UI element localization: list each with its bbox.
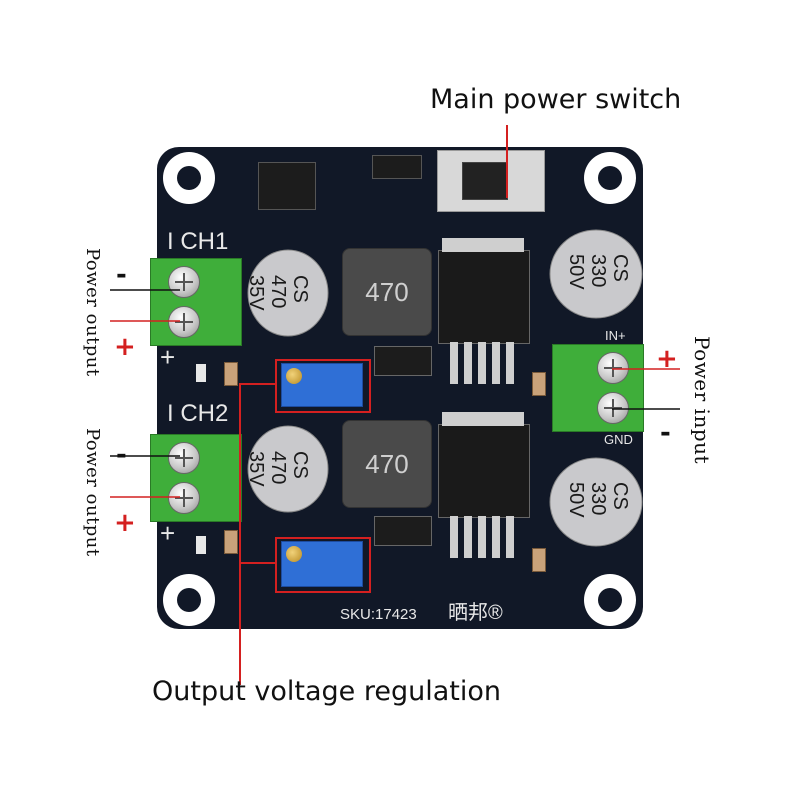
mounting-hole-bottom-right bbox=[584, 574, 636, 626]
mounting-hole-bottom-left bbox=[163, 574, 215, 626]
ch1-power-output-callout: Power output bbox=[82, 248, 103, 377]
output-voltage-regulation-callout: Output voltage regulation bbox=[152, 676, 501, 707]
regulator-ic-ch2-pins bbox=[450, 516, 516, 558]
ch2-screw-plus[interactable] bbox=[168, 482, 200, 514]
regulator-ic-ch1-tab bbox=[442, 238, 524, 252]
ch1-plus-silk: + bbox=[160, 342, 176, 372]
ch1-minus-sign: - bbox=[116, 260, 127, 290]
regulator-ic-ch2 bbox=[438, 424, 530, 518]
diode-ch1 bbox=[374, 346, 432, 376]
smd-led-2 bbox=[196, 536, 206, 554]
inductor-ch2: 470 bbox=[342, 420, 432, 508]
power-input-callout: Power input bbox=[690, 336, 714, 465]
ch1-plus-sign: + bbox=[114, 332, 136, 362]
input-screw-plus[interactable] bbox=[597, 352, 629, 384]
control-ic-chip bbox=[258, 162, 316, 210]
mounting-hole-top-right bbox=[584, 152, 636, 204]
mounting-hole-top-left bbox=[163, 152, 215, 204]
svg-text:330: 330 bbox=[587, 254, 609, 287]
regulator-ic-ch1-pins bbox=[450, 342, 516, 384]
smd-resistor-4 bbox=[532, 548, 546, 572]
ch1-label: I CH1 bbox=[167, 228, 229, 255]
ch1-screw-minus[interactable] bbox=[168, 266, 200, 298]
svg-text:50V: 50V bbox=[565, 482, 587, 518]
pot-ch2-adjust-screw[interactable] bbox=[286, 546, 302, 562]
smd-resistor-2 bbox=[224, 530, 238, 554]
svg-text:50V: 50V bbox=[565, 254, 587, 290]
svg-text:470: 470 bbox=[267, 451, 289, 484]
input-screw-minus[interactable] bbox=[597, 392, 629, 424]
smd-diode-top bbox=[372, 155, 422, 179]
svg-text:CS: CS bbox=[289, 451, 311, 479]
inductor-ch1-value: 470 bbox=[365, 276, 409, 307]
regulator-ic-ch1 bbox=[438, 250, 530, 344]
regulator-ic-ch2-tab bbox=[442, 412, 524, 426]
ch2-minus-sign: - bbox=[116, 440, 127, 470]
ch2-plus-silk: + bbox=[160, 518, 176, 548]
switch-slider[interactable] bbox=[462, 162, 508, 200]
sku-label: SKU:17423 bbox=[340, 606, 417, 623]
gnd-label: GND bbox=[604, 432, 633, 447]
capacitor-ch2: CS 470 35V bbox=[246, 425, 329, 513]
power-input-terminal[interactable] bbox=[552, 344, 644, 432]
pot-ch1-adjust-screw[interactable] bbox=[286, 368, 302, 384]
capacitor-ch1: CS 470 35V bbox=[246, 249, 329, 337]
capacitor-input-bottom: CS 330 50V bbox=[549, 457, 643, 547]
smd-resistor-3 bbox=[532, 372, 546, 396]
smd-resistor-1 bbox=[224, 362, 238, 386]
svg-text:35V: 35V bbox=[246, 451, 267, 487]
svg-text:330: 330 bbox=[587, 482, 609, 515]
svg-text:CS: CS bbox=[609, 254, 631, 282]
ch2-plus-sign: + bbox=[114, 508, 136, 538]
svg-text:470: 470 bbox=[267, 275, 289, 308]
svg-text:CS: CS bbox=[289, 275, 311, 303]
ch2-screw-minus[interactable] bbox=[168, 442, 200, 474]
inductor-ch2-value: 470 bbox=[365, 448, 409, 479]
highlight-box-ch1-pot bbox=[275, 359, 371, 413]
svg-text:CS: CS bbox=[609, 482, 631, 510]
capacitor-input-top: CS 330 50V bbox=[549, 229, 643, 319]
ch2-power-output-callout: Power output bbox=[82, 428, 103, 557]
input-plus-sign: + bbox=[656, 344, 678, 374]
main-power-switch-callout: Main power switch bbox=[430, 84, 682, 115]
input-minus-sign: - bbox=[660, 418, 671, 448]
in-plus-label: IN+ bbox=[605, 328, 626, 343]
highlight-box-ch2-pot bbox=[275, 537, 371, 593]
inductor-ch1: 470 bbox=[342, 248, 432, 336]
smd-led-1 bbox=[196, 364, 206, 382]
brand-label: 晒邦® bbox=[448, 602, 503, 624]
diode-ch2 bbox=[374, 516, 432, 546]
ch1-screw-plus[interactable] bbox=[168, 306, 200, 338]
svg-text:35V: 35V bbox=[246, 275, 267, 311]
ch2-label: I CH2 bbox=[167, 400, 229, 427]
